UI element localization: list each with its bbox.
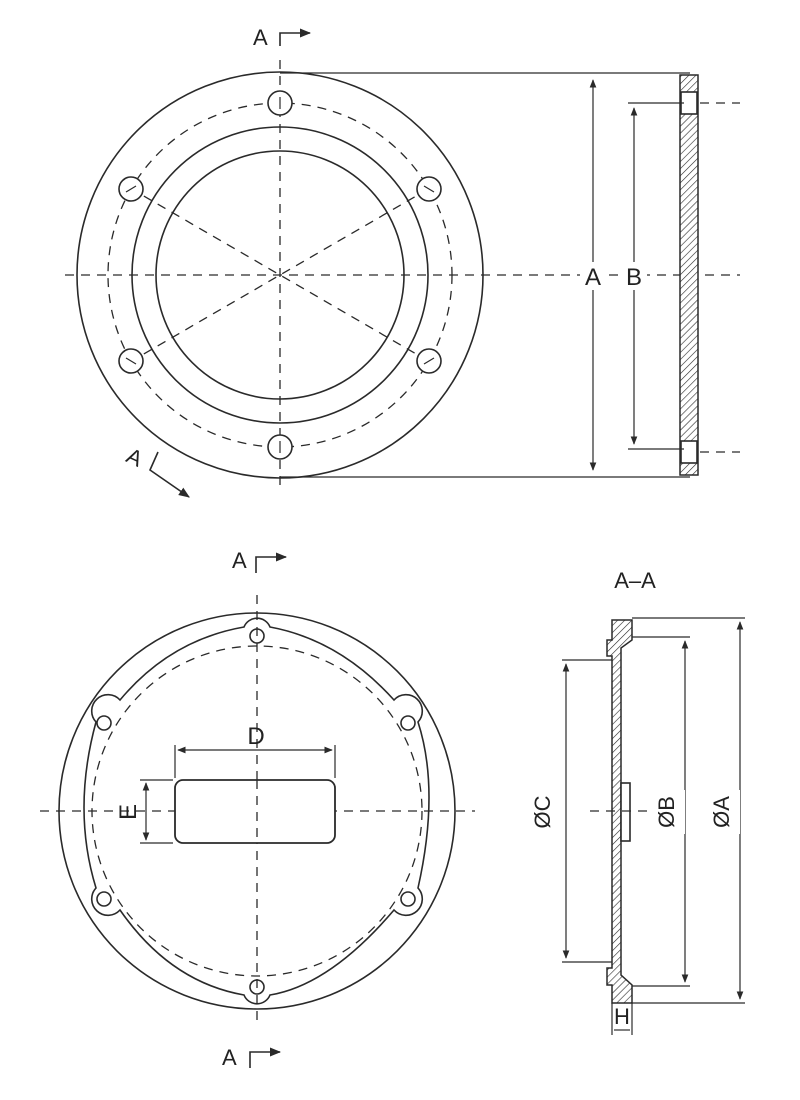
top-centerline-diag-2 bbox=[129, 187, 431, 363]
center-slot bbox=[174, 779, 336, 844]
dim-a-section-label-bg bbox=[718, 790, 740, 834]
section-body bbox=[606, 619, 633, 1004]
bottom-section-arrow-top bbox=[255, 552, 288, 573]
dim-b-section-label: ØB bbox=[654, 796, 679, 828]
section-marker-a-top: A bbox=[253, 25, 268, 50]
top-centerline-diag-1 bbox=[129, 187, 431, 363]
section-marker-a-bottom: A bbox=[123, 443, 147, 472]
dim-e-label: E bbox=[115, 804, 142, 820]
top-side-hole-lower bbox=[680, 440, 698, 464]
section-title: A–A bbox=[614, 568, 656, 593]
dim-b-label: B bbox=[626, 264, 642, 291]
dim-a-section-label: ØA bbox=[709, 796, 734, 828]
bottom-scalloped-ring bbox=[83, 617, 430, 1005]
bottom-section-marker-top: A bbox=[232, 548, 247, 573]
top-bolt-hole-mark bbox=[125, 185, 137, 193]
bottom-bolt-hole bbox=[96, 715, 112, 731]
dim-a-label-bg bbox=[580, 262, 606, 290]
bottom-section-arrow-bottom bbox=[249, 1047, 282, 1068]
top-bolt-holes bbox=[118, 90, 442, 460]
section-groove bbox=[620, 782, 631, 842]
bottom-bolt-hole bbox=[96, 891, 112, 907]
dim-d-label: D bbox=[247, 723, 264, 750]
top-bolt-hole-mark bbox=[125, 357, 137, 365]
top-bolt-hole-mark bbox=[423, 185, 435, 193]
dim-b-section-label-bg bbox=[663, 790, 685, 834]
dim-c-label: ØC bbox=[530, 795, 555, 828]
bottom-flange-view: D E A A bbox=[40, 548, 475, 1070]
top-bolt-hole-mark bbox=[423, 357, 435, 365]
dim-b-label-bg bbox=[621, 262, 647, 290]
bottom-bolt-hole bbox=[400, 891, 416, 907]
dim-a-label: A bbox=[585, 264, 601, 291]
section-view-a-a: A–A ØC ØB ØA H bbox=[530, 568, 745, 1035]
bottom-section-marker-bottom: A bbox=[222, 1045, 237, 1070]
section-arrow-top bbox=[279, 28, 312, 46]
dim-c-label-bg bbox=[540, 790, 562, 834]
top-flange-view: A B A A bbox=[65, 25, 740, 498]
bottom-bolt-hole bbox=[400, 715, 416, 731]
dim-h-label: H bbox=[614, 1004, 630, 1029]
top-side-profile bbox=[679, 74, 699, 476]
section-arrow-bottom bbox=[148, 451, 190, 498]
